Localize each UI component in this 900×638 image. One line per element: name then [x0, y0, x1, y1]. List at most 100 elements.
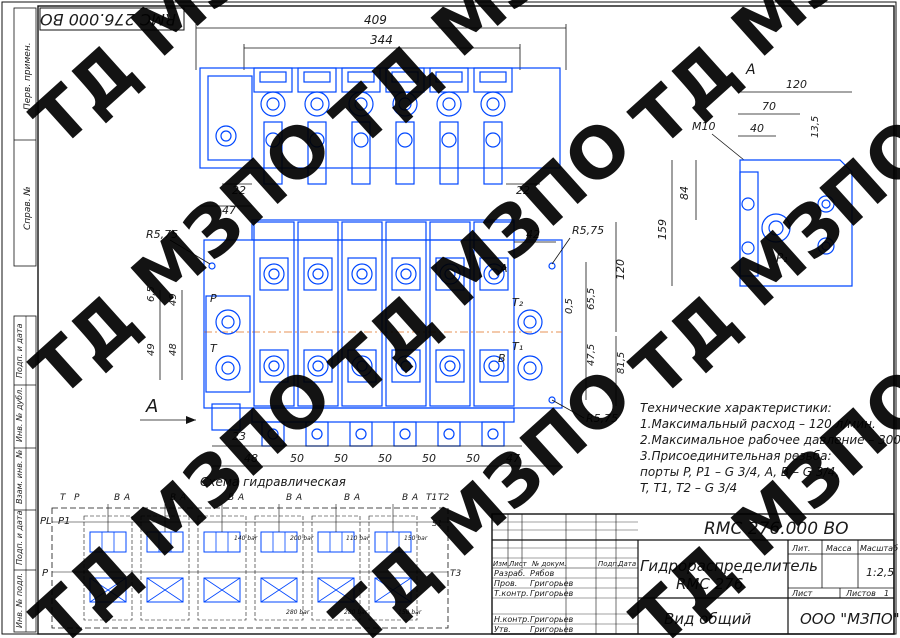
schema-port-label: A	[179, 493, 186, 503]
margin-strip: Перв. примен. Справ. № Подп. и дата Инв.…	[13, 7, 37, 633]
tb-listov-value: 1	[884, 589, 889, 598]
bottom-fitting	[437, 421, 461, 447]
schema-port-label: T	[60, 493, 67, 503]
top-view: 409 344 22 22 47	[195, 13, 567, 217]
top-section-lever	[395, 121, 415, 185]
schema-pressure-bot-3: 150 bar	[398, 609, 422, 616]
top-section-nut-inner	[486, 97, 500, 111]
front-section-port-a-bore	[444, 268, 456, 280]
bottom-fitting	[393, 421, 417, 447]
top-section-slot	[259, 71, 287, 83]
top-section-lever	[307, 121, 327, 185]
schema-port-label: B	[114, 493, 120, 503]
front-section-port-b-ring	[351, 355, 373, 377]
tb-col-data: Дата	[617, 560, 636, 568]
side-dim-120: 120	[786, 78, 807, 91]
dim-50: 50	[466, 452, 480, 465]
front-section-port-a	[259, 257, 289, 291]
dim-r575-left: R5,75	[146, 228, 178, 241]
schema-port-label: A	[123, 493, 130, 503]
front-section-port-b-bore	[400, 360, 412, 372]
tb-company: ООО "МЗПО"	[800, 610, 900, 628]
front-section-port-a-ring	[263, 263, 285, 285]
schema-port-label: A	[295, 493, 302, 503]
margin-label-sprav: Справ. №	[23, 186, 33, 230]
front-section-port-b-ring	[439, 355, 461, 377]
front-section-port-a-ring	[483, 263, 505, 285]
dim-47-5: 47,5	[586, 344, 597, 366]
front-section-port-a-bore	[312, 268, 324, 280]
tb-role: Т.контр.	[494, 589, 529, 598]
front-section-port-a	[347, 257, 377, 291]
schema-pl: PL	[40, 516, 52, 527]
front-section-port-b-bore	[312, 360, 324, 372]
schema-title: Схема гидравлическая	[200, 475, 346, 489]
front-section-port-b-bore	[488, 360, 500, 372]
front-section-port-a	[479, 257, 509, 291]
top-section-pin	[309, 132, 325, 148]
port-A-label: A	[499, 262, 508, 275]
bottom-fitting-pin	[399, 428, 411, 440]
tb-doc-code: RMC 276.000 ВО	[704, 519, 849, 539]
svg-text:RMC 276.000 ВО: RMC 276.000 ВО	[40, 10, 176, 29]
front-section-port-a-ring	[395, 263, 417, 285]
tb-list: Лист	[791, 589, 813, 598]
side-dim-84: 84	[678, 186, 691, 200]
schema-pressure-top-4: 150 bar	[404, 535, 428, 542]
tb-col-ndoc: № докум.	[531, 560, 567, 568]
schema-pressure-top-1: 140 bar	[234, 535, 258, 542]
tb-role: Н.контр.	[494, 615, 530, 624]
front-section-port-a-ring	[439, 263, 461, 285]
tb-listov: Листов	[845, 589, 876, 598]
schema-port-label: B	[170, 493, 176, 503]
margin-label-invdubl: Инв. № дубл.	[15, 387, 24, 442]
view-mark-a-side: A	[745, 62, 756, 78]
dim-48-left: 48	[168, 343, 179, 356]
dim-409: 409	[364, 13, 387, 27]
front-section-body	[341, 221, 383, 407]
front-section-body	[473, 221, 515, 407]
bottom-fitting-pin	[487, 428, 499, 440]
tech-line-2: 2.Максимальное рабочее давление – 300 ba…	[640, 433, 900, 447]
tb-col-izm: Изм.	[493, 560, 509, 568]
side-dim-70: 70	[762, 100, 776, 113]
front-section-port-a-bore	[268, 268, 280, 280]
schema-pressure-top-2: 200 bar	[290, 535, 314, 542]
schema-port-label: A	[411, 493, 418, 503]
front-section-port-b-ring	[307, 355, 329, 377]
top-section-lever	[439, 121, 459, 185]
side-dim-40: 40	[750, 122, 764, 135]
side-dim-m10: M10	[692, 120, 716, 133]
tech-line-5: T, T1, T2 – G 3/4	[640, 481, 737, 495]
schema-port-label: A	[237, 493, 244, 503]
front-section-port-a-ring	[351, 263, 373, 285]
top-section-pin	[265, 132, 281, 148]
front-section-port-b	[347, 349, 377, 383]
front-section-port-b	[259, 349, 289, 383]
top-section-pin	[353, 132, 369, 148]
tech-line-1: 1.Максимальный расход – 120 л/мин.	[640, 417, 876, 431]
schema-valve-bottom	[260, 577, 298, 603]
dim-49-top: 49	[168, 293, 179, 306]
dim-47-bottom: 47	[506, 452, 520, 465]
top-section-nut	[436, 91, 462, 117]
dim-23: 23	[232, 430, 246, 443]
front-section-port-a-ring	[307, 263, 329, 285]
dim-0-5: 0,5	[564, 298, 575, 314]
tb-masshtab: Масштаб	[860, 544, 898, 553]
tb-role: Утв.	[494, 625, 511, 634]
bottom-fitting-pin	[443, 428, 455, 440]
dim-81-5: 81,5	[616, 352, 627, 374]
schema-pressure-bot-1: 280 bar	[286, 609, 310, 616]
side-port-p1: P₁	[776, 251, 788, 265]
top-section-pin	[397, 132, 413, 148]
schema-port-label: B	[286, 493, 292, 503]
tb-role-name: Григорьев	[530, 589, 574, 598]
front-section-body	[429, 221, 471, 407]
top-section-slot	[479, 71, 507, 83]
schema-port-label: P	[74, 493, 80, 503]
front-section-port-a-bore	[356, 268, 368, 280]
schema-t3: T3	[450, 569, 461, 579]
top-section-nut	[392, 91, 418, 117]
